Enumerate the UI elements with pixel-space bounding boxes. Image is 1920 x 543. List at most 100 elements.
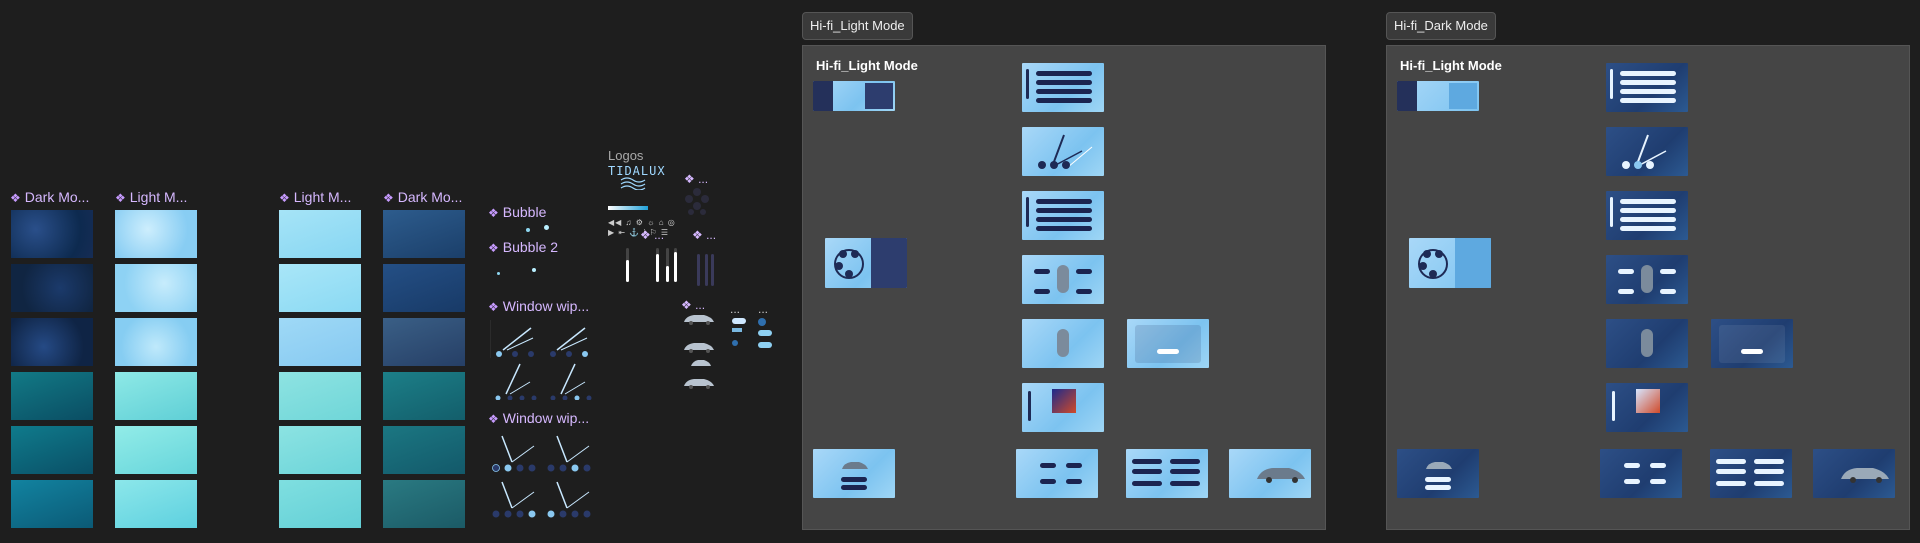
swatch-light2-6[interactable] (279, 480, 361, 528)
swatch-light-3[interactable] (115, 318, 197, 366)
swatch-dark-2[interactable] (11, 264, 93, 312)
swatch-dark2-3[interactable] (383, 318, 465, 366)
wiper-variant[interactable] (545, 320, 595, 358)
toggle-switch[interactable] (758, 330, 772, 336)
screen-doors[interactable] (1606, 255, 1688, 304)
slider-components[interactable] (608, 246, 688, 286)
ellipsis-text: ... (698, 172, 709, 186)
component-label-bubble-2[interactable]: ❖Bubble 2 (488, 239, 559, 255)
swatch-dark-1[interactable] (11, 210, 93, 258)
swatch-light2-4[interactable] (279, 372, 361, 420)
slider-track (697, 254, 700, 286)
swatch-dark-6[interactable] (11, 480, 93, 528)
swatch-light2-3[interactable] (279, 318, 361, 366)
screen-menu[interactable] (1397, 81, 1479, 111)
swatch-dark2-4[interactable] (383, 372, 465, 420)
wiper-variant[interactable] (490, 432, 540, 472)
frame-light-mode[interactable]: Hi-fi_Light Mode (802, 45, 1326, 530)
component-label-dark-mode-1[interactable]: ❖Dark Mo... (10, 189, 90, 205)
screen-panel (865, 83, 893, 109)
component-ellipsis[interactable]: ❖ ... (681, 298, 706, 312)
component-label-bubble[interactable]: ❖Bubble (488, 204, 547, 220)
toggle-switch[interactable] (732, 318, 746, 324)
component-label-dark-mode-2[interactable]: ❖Dark Mo... (383, 189, 463, 205)
screen-car-side[interactable] (1229, 449, 1311, 498)
screen-home[interactable] (1397, 449, 1479, 498)
icon-row-2: ▶ ⇤ ⚓ i ⚐ ☰ (608, 228, 670, 237)
swatch-light-2[interactable] (115, 264, 197, 312)
swatch-light-6[interactable] (115, 480, 197, 528)
swatch-light2-5[interactable] (279, 426, 361, 474)
screen-menu[interactable] (813, 81, 895, 111)
component-ellipsis[interactable]: ❖ ... (684, 172, 709, 186)
screen-seats[interactable] (1127, 319, 1209, 368)
frame-dark-mode[interactable]: Hi-fi_Light Mode (1386, 45, 1910, 530)
screen-controls[interactable] (1016, 449, 1098, 498)
car-top-view-icon (1641, 265, 1653, 293)
bubble-2-component[interactable] (492, 258, 592, 278)
screen-settings[interactable] (1126, 449, 1208, 498)
screen-doors[interactable] (1022, 255, 1104, 304)
wiper-variant[interactable] (545, 360, 595, 401)
screen-car-top[interactable] (1606, 319, 1688, 368)
screen-media[interactable] (1022, 383, 1104, 432)
toggle-switch[interactable] (758, 342, 772, 348)
seat-panel (1719, 325, 1785, 363)
bubble-component[interactable] (492, 223, 592, 237)
component-label-light-mode-1[interactable]: ❖Light M... (115, 189, 188, 205)
wiper-variant[interactable] (545, 432, 595, 472)
swatch-dark2-6[interactable] (383, 480, 465, 528)
door-button (1034, 289, 1050, 294)
screen-media[interactable] (1606, 383, 1688, 432)
slider-track (705, 254, 708, 286)
car-top-view-icon (1641, 329, 1653, 357)
frame-tab-dark[interactable]: Hi-fi_Dark Mode (1386, 12, 1496, 40)
wiper-variant[interactable] (490, 320, 541, 358)
screen-car-side[interactable] (1813, 449, 1895, 498)
swatch-dark2-1[interactable] (383, 210, 465, 258)
component-label-light-mode-2[interactable]: ❖Light M... (279, 189, 352, 205)
screen-wipers[interactable] (1606, 127, 1688, 176)
screen-home[interactable] (813, 449, 895, 498)
screen-car-top[interactable] (1022, 319, 1104, 368)
screen-settings[interactable] (1710, 449, 1792, 498)
component-label-window-wipers-1[interactable]: ❖Window wip... (488, 298, 590, 314)
swatch-dark2-2[interactable] (383, 264, 465, 312)
screen-list[interactable] (1606, 63, 1688, 112)
control-toggle (1650, 463, 1666, 468)
screen-list-2[interactable] (1606, 191, 1688, 240)
gradient-bar (608, 206, 648, 210)
component-label-window-wipers-2[interactable]: ❖Window wip... (488, 410, 590, 426)
list-row (1036, 199, 1092, 204)
swatch-light2-2[interactable] (279, 264, 361, 312)
swatch-light-4[interactable] (115, 372, 197, 420)
swatch-light2-1[interactable] (279, 210, 361, 258)
screen-list[interactable] (1022, 63, 1104, 112)
screen-list-2[interactable] (1022, 191, 1104, 240)
component-set-icon: ❖ (488, 241, 499, 255)
screen-wipers[interactable] (1022, 127, 1104, 176)
component-ellipsis[interactable]: ❖ ... (640, 228, 665, 242)
swatch-dark-4[interactable] (11, 372, 93, 420)
swatch-dark2-5[interactable] (383, 426, 465, 474)
list-row (1620, 208, 1676, 213)
swatch-light-1[interactable] (115, 210, 197, 258)
frame-tab-light[interactable]: Hi-fi_Light Mode (802, 12, 913, 40)
vertical-slider-pair[interactable] (695, 248, 715, 286)
screen-seats[interactable] (1711, 319, 1793, 368)
screen-panel (871, 238, 907, 288)
swatch-dark-5[interactable] (11, 426, 93, 474)
component-ellipsis[interactable]: ❖ ... (692, 228, 717, 242)
screen-controls[interactable] (1600, 449, 1682, 498)
list-row (1620, 226, 1676, 231)
swatch-light-5[interactable] (115, 426, 197, 474)
wiper-variant[interactable] (545, 478, 595, 518)
screen-dashboard[interactable] (825, 238, 907, 288)
component-set-icon: ❖ (115, 191, 126, 205)
wiper-icon (547, 481, 591, 518)
screen-dashboard[interactable] (1409, 238, 1491, 288)
wiper-variant[interactable] (490, 360, 540, 401)
inner-frame-title: Hi-fi_Light Mode (1400, 58, 1502, 73)
wiper-variant[interactable] (490, 478, 540, 518)
swatch-dark-3[interactable] (11, 318, 93, 366)
